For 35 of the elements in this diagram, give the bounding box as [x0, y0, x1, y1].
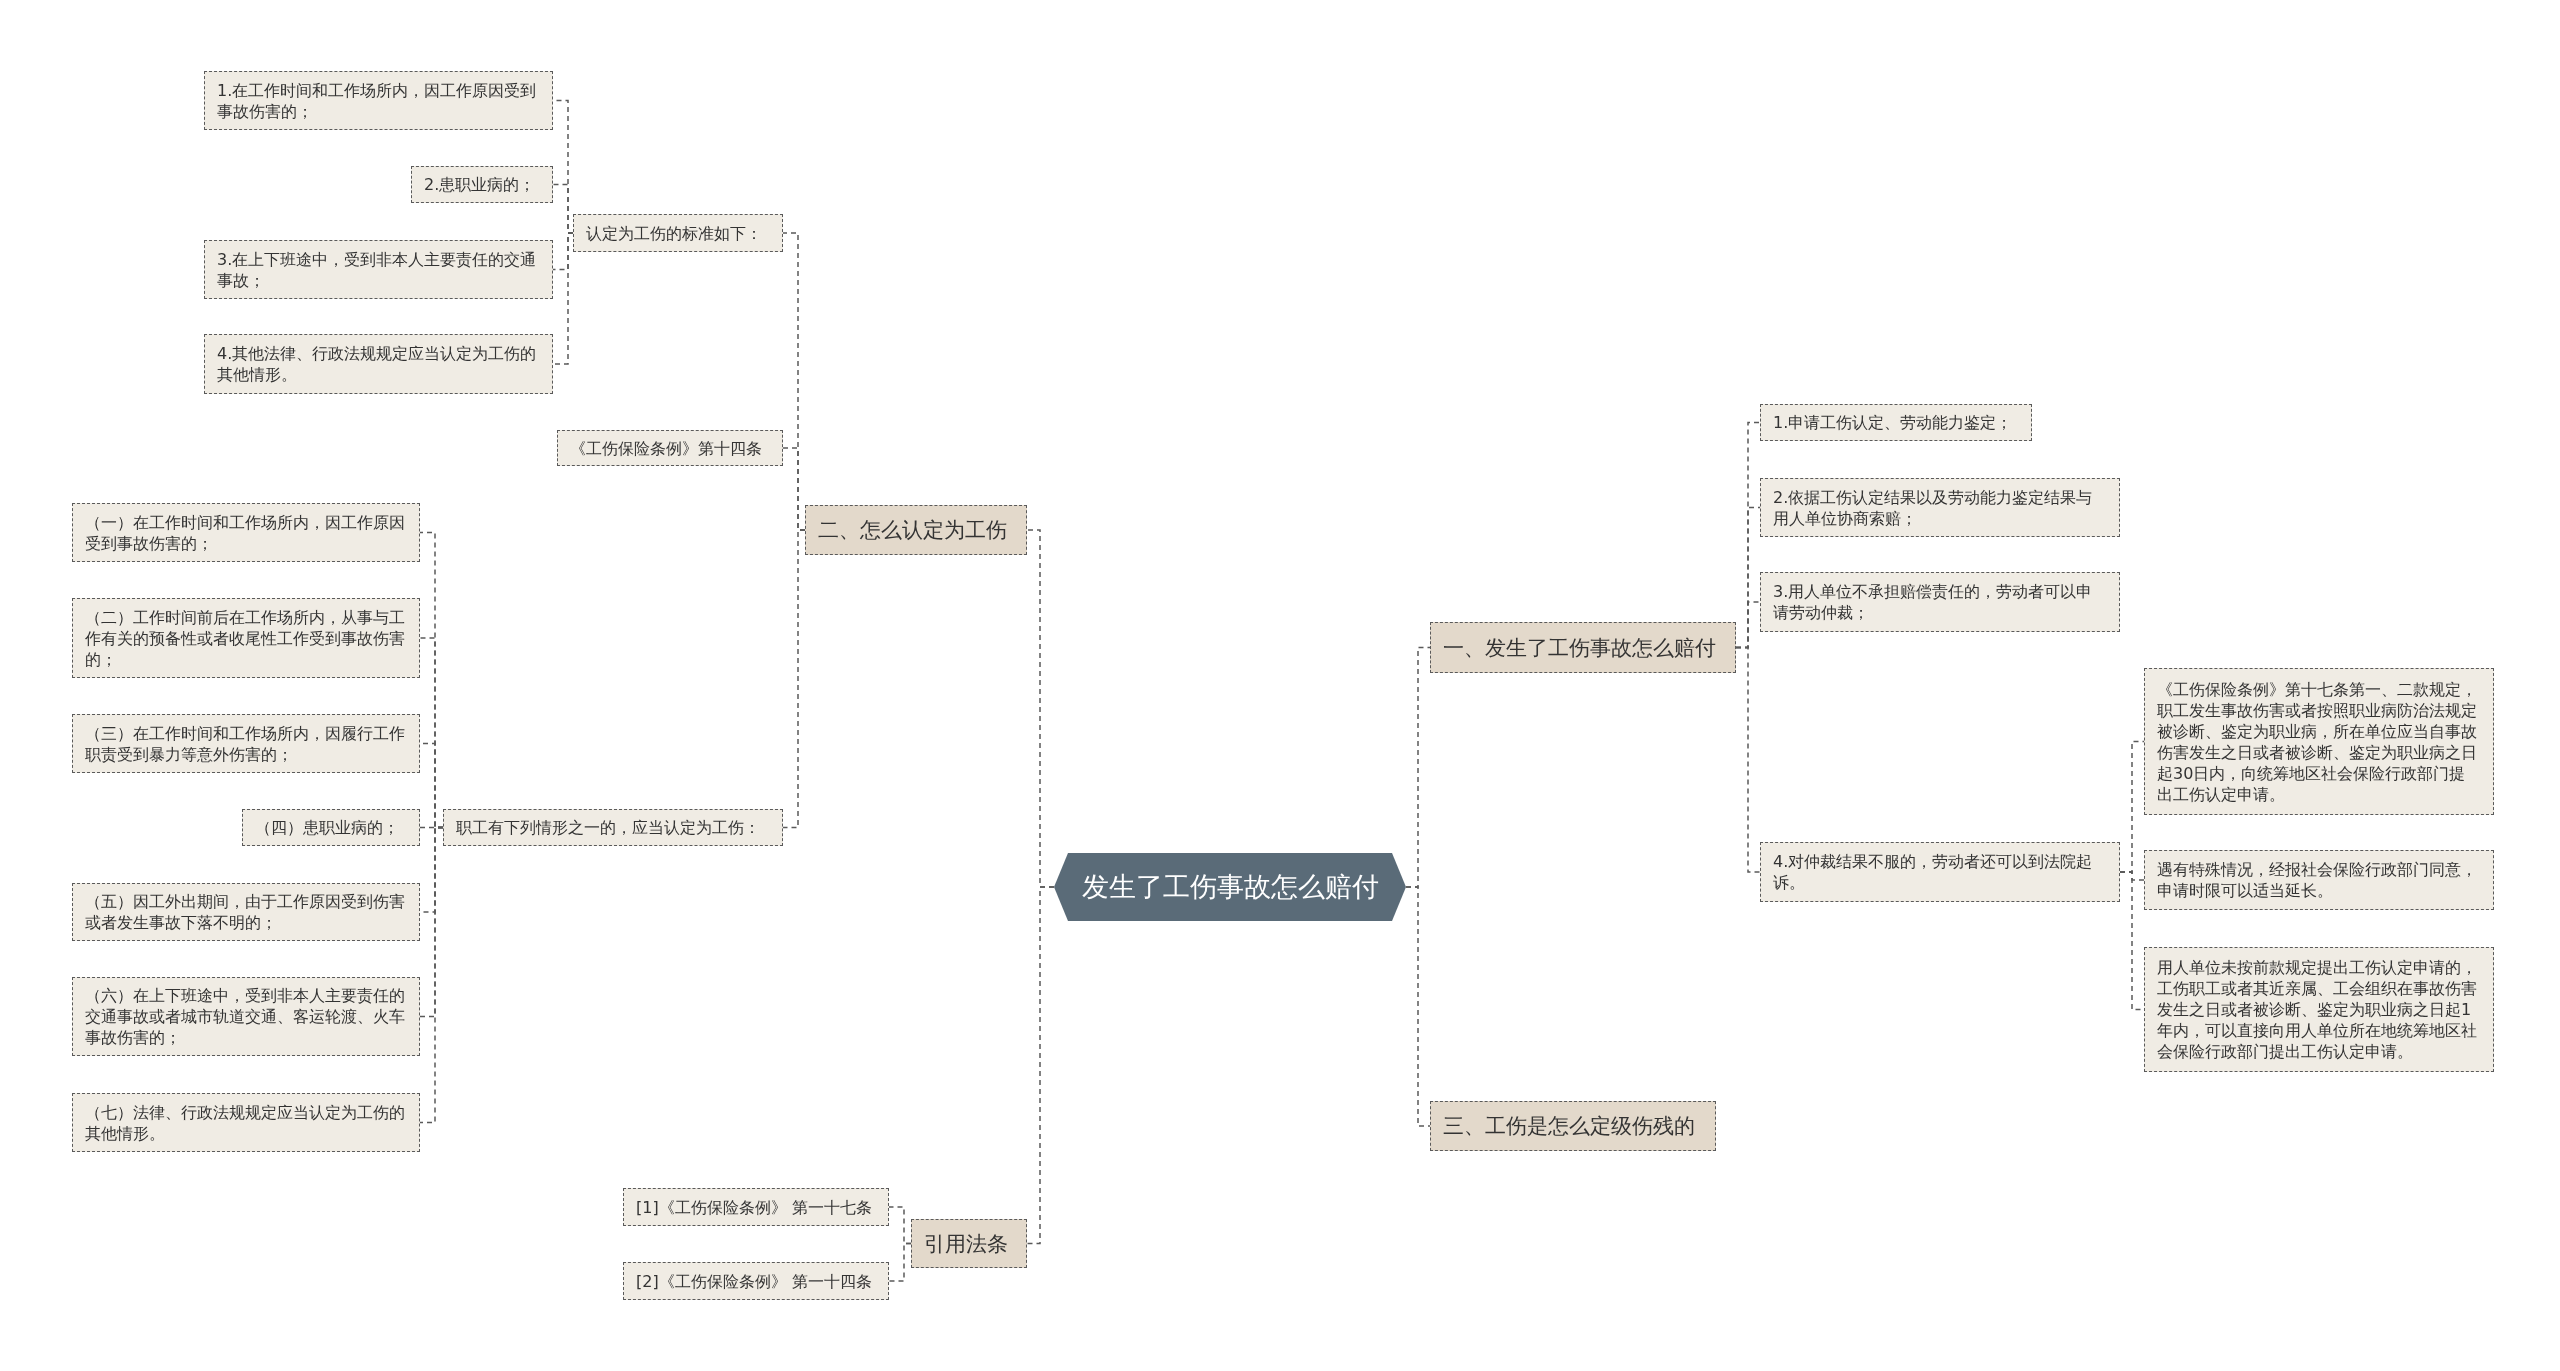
- subtopic-card: 2.依据工伤认定结果以及劳动能力鉴定结果与用人单位协商索赔；: [1760, 478, 2120, 537]
- subtopic-card: 2.患职业病的；: [411, 166, 553, 203]
- connector-line: [1735, 646, 1761, 873]
- subtopic-card: 1.在工作时间和工作场所内，因工作原因受到事故伤害的；: [204, 71, 553, 130]
- subtopic-card: （七）法律、行政法规规定应当认定为工伤的其他情形。: [72, 1093, 420, 1152]
- topic-card: 引用法条: [911, 1219, 1027, 1268]
- subtopic-card: 4.对仲裁结果不服的，劳动者还可以到法院起诉。: [1760, 842, 2120, 902]
- central-topic-text: 发生了工伤事故怎么赔付: [1081, 870, 1379, 904]
- subtopic-card: 4.其他法律、行政法规规定应当认定为工伤的其他情形。: [204, 334, 553, 394]
- subtopic-card: 遇有特殊情况，经报社会保险行政部门同意，申请时限可以适当延长。: [2144, 850, 2494, 910]
- subtopic-card: （四）患职业病的；: [242, 809, 420, 846]
- connector-line: [552, 232, 574, 365]
- subtopic-card: 认定为工伤的标准如下：: [573, 214, 783, 252]
- subtopic-card: 《工伤保险条例》第十七条第一、二款规定，职工发生事故伤害或者按照职业病防治法规定被诊断、鉴定为职业病，所在单位应当自事故伤害发生之日或者被诊断、鉴定为职业病之日起30日内，向统筹地区社会保险行政部门提出工伤认定申请。: [2144, 668, 2494, 815]
- subtopic-card: [2]《工伤保险条例》 第一十四条: [623, 1262, 889, 1300]
- connector-line: [1026, 886, 1055, 1245]
- connector-line: [782, 529, 806, 829]
- subtopic-card: 3.用人单位不承担赔偿责任的，劳动者可以申请劳动仲裁；: [1760, 572, 2120, 632]
- subtopic-card: （一）在工作时间和工作场所内，因工作原因受到事故伤害的；: [72, 503, 420, 562]
- subtopic-card: （三）在工作时间和工作场所内，因履行工作职责受到暴力等意外伤害的；: [72, 714, 420, 773]
- subtopic-card: 3.在上下班途中，受到非本人主要责任的交通事故；: [204, 240, 553, 299]
- connector-line: [1405, 886, 1431, 1127]
- subtopic-card: 职工有下列情形之一的，应当认定为工伤：: [443, 809, 783, 846]
- topic-card: 三、工伤是怎么定级伤残的: [1430, 1101, 1716, 1151]
- connector-line: [419, 826, 444, 1124]
- connector-line: [888, 1242, 912, 1282]
- topic-card: 一、发生了工伤事故怎么赔付: [1430, 622, 1736, 673]
- subtopic-card: 用人单位未按前款规定提出工伤认定申请的，工伤职工或者其近亲属、工会组织在事故伤害发生之日或者被诊断、鉴定为职业病之日起1年内，可以直接向用人单位所在地统筹地区社会保险行政部门提出工伤认定申请。: [2144, 947, 2494, 1072]
- subtopic-card: （二）工作时间前后在工作场所内，从事与工作有关的预备性或者收尾性工作受到事故伤害的；: [72, 598, 420, 678]
- subtopic-card: [1]《工伤保险条例》 第一十七条: [623, 1188, 889, 1226]
- subtopic-card: 1.申请工伤认定、劳动能力鉴定；: [1760, 404, 2032, 441]
- subtopic-card: （六）在上下班途中，受到非本人主要责任的交通事故或者城市轨道交通、客运轮渡、火车事故伤害的；: [72, 977, 420, 1056]
- subtopic-card: 《工伤保险条例》第十四条: [557, 430, 783, 466]
- subtopic-card: （五）因工外出期间，由于工作原因受到伤害或者发生事故下落不明的；: [72, 883, 420, 941]
- topic-card: 二、怎么认定为工伤: [805, 505, 1027, 555]
